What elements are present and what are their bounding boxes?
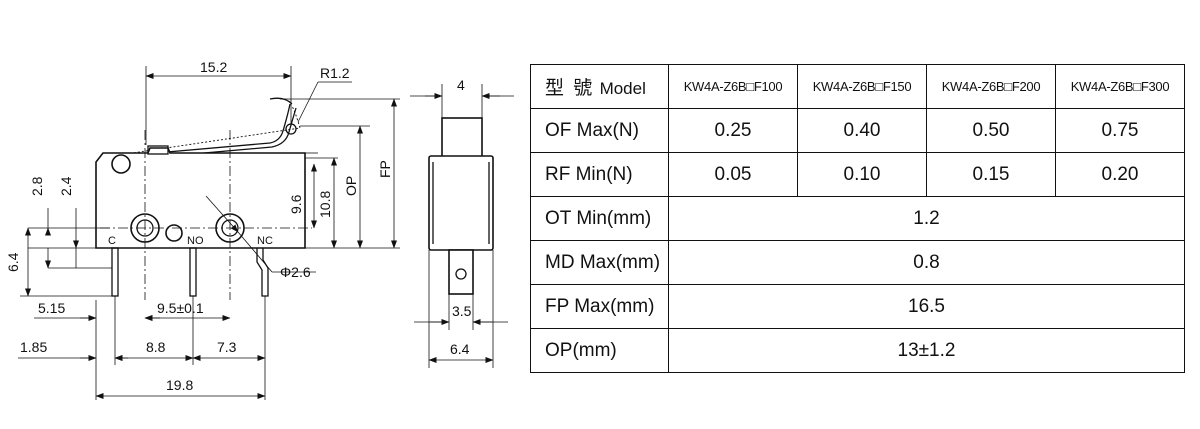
cell-op: 13±1.2 [668, 328, 1185, 373]
cell-of-f300: 0.75 [1055, 108, 1185, 153]
dim-2-8: 2.8 [29, 176, 45, 196]
dim-radius: R1.2 [320, 65, 350, 81]
cell-rf-f200: 0.15 [926, 152, 1056, 197]
table-header-row: 型 號 Model KW4A-Z6B□F100 KW4A-Z6B□F150 KW… [530, 64, 1185, 109]
dim-side-4: 4 [457, 77, 465, 93]
cell-rf-f150: 0.10 [797, 152, 927, 197]
dim-19-8: 19.8 [166, 377, 193, 393]
dim-2-4: 2.4 [58, 176, 74, 196]
table-row: OP(mm) 13±1.2 [530, 328, 1185, 373]
table-row: OT Min(mm) 1.2 [530, 196, 1185, 241]
row-label-fp: FP Max(mm) [530, 284, 669, 329]
table-row: MD Max(mm) 0.8 [530, 240, 1185, 285]
dim-8-8: 8.8 [146, 339, 166, 355]
dim-5-15: 5.15 [38, 300, 65, 316]
dim-1-85: 1.85 [20, 339, 47, 355]
front-dimensions: 15.2 R1.2 2.8 2.4 6.4 9.6 10.8 [5, 59, 400, 400]
hole-no [165, 224, 183, 242]
model-header-cell: 型 號 Model [530, 64, 669, 109]
cell-rf-f100: 0.05 [668, 152, 798, 197]
side-actuator [441, 117, 483, 159]
dim-7-3: 7.3 [217, 339, 237, 355]
model-header-cjk: 型 號 [545, 78, 595, 99]
row-label-rf: RF Min(N) [530, 152, 669, 197]
dim-6-4-left: 6.4 [5, 252, 21, 272]
switch-drawing: C NO NC 15.2 R1.2 2.8 2.4 6.4 [5, 59, 514, 400]
model-f300: KW4A-Z6B□F300 [1055, 64, 1185, 109]
cell-fp: 16.5 [668, 284, 1185, 329]
row-label-op: OP(mm) [530, 328, 669, 373]
cell-of-f150: 0.40 [797, 108, 927, 153]
front-view: C NO NC [95, 97, 312, 300]
pivot-circle [111, 154, 131, 174]
row-label-of: OF Max(N) [530, 108, 669, 153]
table-row: OF Max(N) 0.25 0.40 0.50 0.75 [530, 108, 1185, 153]
table-row: RF Min(N) 0.05 0.10 0.15 0.20 [530, 152, 1185, 197]
cell-ot: 1.2 [668, 196, 1185, 241]
cell-of-f100: 0.25 [668, 108, 798, 153]
terminal-no-pin [189, 247, 197, 297]
cell-md: 0.8 [668, 240, 1185, 285]
spec-table: 型 號 Model KW4A-Z6B□F100 KW4A-Z6B□F150 KW… [530, 64, 1185, 373]
row-label-md: MD Max(mm) [530, 240, 669, 285]
terminal-nc-label: NC [257, 235, 273, 247]
cell-of-f200: 0.50 [926, 108, 1056, 153]
row-label-ot: OT Min(mm) [530, 196, 669, 241]
side-view: 4 3.5 6.4 [410, 77, 514, 368]
dim-side-6-4: 6.4 [450, 341, 470, 357]
model-header-label: Model [599, 79, 646, 98]
table-row: FP Max(mm) 16.5 [530, 284, 1185, 329]
dim-9-5: 9.5±0.1 [157, 300, 204, 316]
dim-9-6: 9.6 [288, 194, 304, 214]
dim-side-3-5: 3.5 [452, 303, 472, 319]
cell-rf-f300: 0.20 [1055, 152, 1185, 197]
model-f200: KW4A-Z6B□F200 [926, 64, 1056, 109]
terminal-no-label: NO [187, 235, 204, 247]
side-body [428, 155, 494, 251]
terminal-c-label: C [108, 235, 116, 247]
terminal-c-pin [111, 247, 119, 297]
dim-fp: FP [377, 160, 393, 178]
dim-15-2: 15.2 [200, 59, 227, 75]
side-terminal [448, 249, 474, 295]
dim-op: OP [343, 176, 359, 196]
model-f150: KW4A-Z6B□F150 [797, 64, 927, 109]
dim-10-8: 10.8 [317, 191, 333, 218]
dim-hole-dia: Φ2.6 [280, 264, 311, 280]
model-f100: KW4A-Z6B□F100 [668, 64, 798, 109]
